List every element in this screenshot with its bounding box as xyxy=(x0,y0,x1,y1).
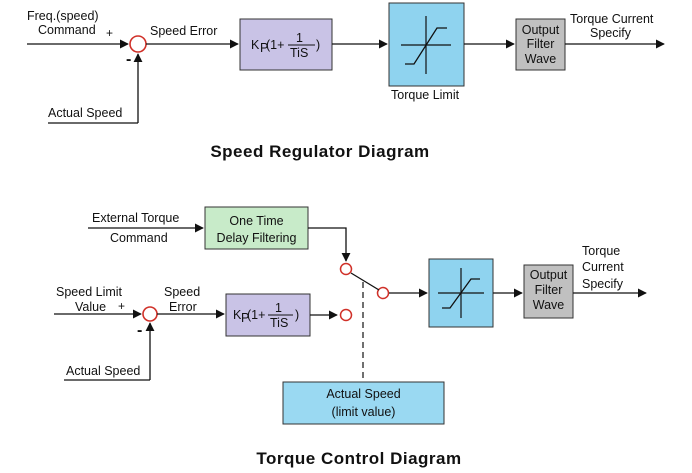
pi-numerator: 1 xyxy=(296,31,303,45)
output-filter-block-2 xyxy=(523,264,574,319)
actual-speed-label: Actual Speed xyxy=(48,106,122,120)
speed-limit-label-1: Speed Limit xyxy=(56,285,123,299)
minus-sign: - xyxy=(126,51,131,68)
speed-error-label-1: Speed xyxy=(164,285,200,299)
actual-limit-text-1: Actual Speed xyxy=(326,387,400,401)
plus-sign: + xyxy=(106,26,113,40)
switch-pivot xyxy=(376,286,390,300)
freq-command-label-1: Freq.(speed) xyxy=(27,9,99,23)
speed-regulator-diagram: Freq.(speed) Command + - Actual Speed Sp… xyxy=(27,2,665,161)
torque-control-title: Torque Control Diagram xyxy=(256,449,461,468)
filter-text-2: Filter xyxy=(527,37,555,51)
torque-label-3: Specify xyxy=(582,277,624,291)
pi-k: K xyxy=(251,38,260,52)
pi2-p: P xyxy=(241,311,249,325)
delay-text-1: One Time xyxy=(229,214,283,228)
pi2-numerator: 1 xyxy=(275,301,282,315)
speed-limit-label-2: Value xyxy=(75,300,106,314)
actual-limit-text-2: (limit value) xyxy=(332,405,396,419)
switch-contact-upper xyxy=(339,262,353,276)
speed-error-label: Speed Error xyxy=(150,24,217,38)
pi-p: P xyxy=(260,41,268,55)
speed-regulator-title: Speed Regulator Diagram xyxy=(210,142,429,161)
filter2-text-1: Output xyxy=(530,268,568,282)
actual-speed-label-2: Actual Speed xyxy=(66,364,140,378)
external-torque-label-1: External Torque xyxy=(92,211,179,225)
filter2-text-3: Wave xyxy=(533,298,565,312)
freq-command-label-2: Command xyxy=(38,23,96,37)
pi2-k: K xyxy=(233,308,242,322)
external-torque-label-2: Command xyxy=(110,231,168,245)
plus-sign-2: + xyxy=(118,299,125,313)
pi2-prefix: (1+ xyxy=(247,308,265,322)
torque-control-diagram: External Torque Command One Time Delay F… xyxy=(54,206,647,468)
torque-label-2: Current xyxy=(582,260,624,274)
pi2-suffix: ) xyxy=(295,308,299,322)
torque-label-1: Torque xyxy=(582,244,620,258)
torque-current-label-2: Specify xyxy=(590,26,632,40)
minus-sign-2: - xyxy=(137,322,142,339)
output-filter-block xyxy=(515,18,566,71)
summing-junction xyxy=(129,35,147,53)
filter2-text-2: Filter xyxy=(535,283,563,297)
speed-error-label-2: Error xyxy=(169,300,197,314)
actual-speed-limit-block xyxy=(282,381,445,425)
summing-junction-2 xyxy=(142,306,158,322)
pi-prefix: (1+ xyxy=(266,38,284,52)
pi-suffix: ) xyxy=(316,38,320,52)
limiter-icon xyxy=(401,16,451,74)
pi-denominator: TiS xyxy=(290,46,308,60)
switch-arm xyxy=(350,272,380,291)
pi-controller-block xyxy=(239,18,333,71)
limiter-icon-2 xyxy=(438,268,484,318)
torque-current-label-1: Torque Current xyxy=(570,12,654,26)
torque-limit-label: Torque Limit xyxy=(391,88,460,102)
delay-text-2: Delay Filtering xyxy=(217,231,297,245)
filter-text-3: Wave xyxy=(525,52,557,66)
delay-out-arrow xyxy=(308,227,351,262)
filter-text-1: Output xyxy=(522,23,560,37)
pi2-denominator: TiS xyxy=(270,316,288,330)
switch-contact-lower xyxy=(339,308,353,322)
